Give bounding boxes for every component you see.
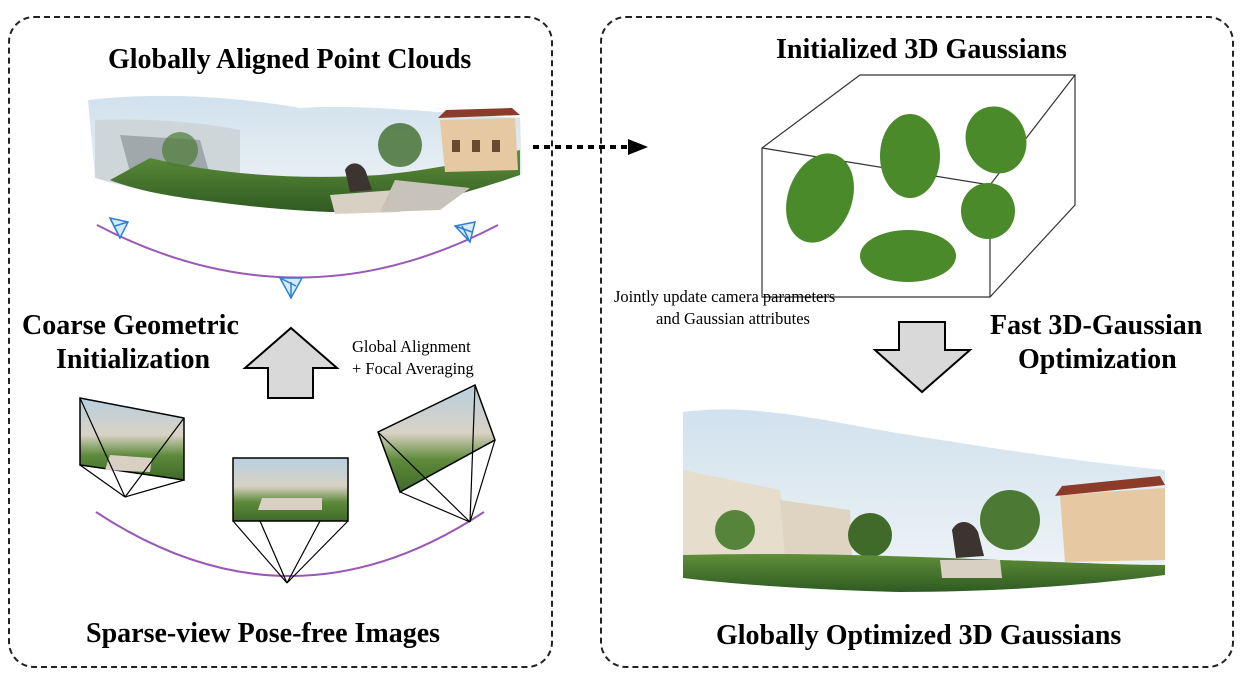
fast-optimization-title-line1: Fast 3D-Gaussian xyxy=(990,310,1203,341)
camera-frustum-icons xyxy=(108,216,477,300)
input-images-title: Sparse-view Pose-free Images xyxy=(86,618,441,649)
global-alignment-note-line2: + Focal Averaging xyxy=(352,359,474,378)
camera-arc-top xyxy=(96,224,499,279)
coarse-init-title-line1: Coarse Geometric xyxy=(22,310,239,341)
point-cloud-title: Globally Aligned Point Clouds xyxy=(108,44,472,75)
up-arrow xyxy=(242,326,340,399)
point-cloud-image xyxy=(88,95,522,214)
joint-update-note-line2: and Gaussian attributes xyxy=(656,309,810,328)
connector-arrowhead xyxy=(628,139,648,155)
joint-update-note-line1: Jointly update camera parameters xyxy=(614,287,836,306)
coarse-init-title-line2: Initialization xyxy=(56,344,211,375)
input-images xyxy=(79,383,496,584)
global-alignment-note-line1: Global Alignment xyxy=(352,337,471,356)
initialized-gaussians-title: Initialized 3D Gaussians xyxy=(776,34,1067,65)
fast-optimization-title-line2: Optimization xyxy=(1018,344,1177,375)
down-arrow xyxy=(872,321,973,394)
right-panel xyxy=(600,16,1234,668)
optimized-gaussian-image xyxy=(683,409,1165,592)
left-panel xyxy=(8,16,553,668)
optimized-gaussians-title: Globally Optimized 3D Gaussians xyxy=(716,620,1122,651)
gaussian-ellipsoids xyxy=(786,106,1027,282)
